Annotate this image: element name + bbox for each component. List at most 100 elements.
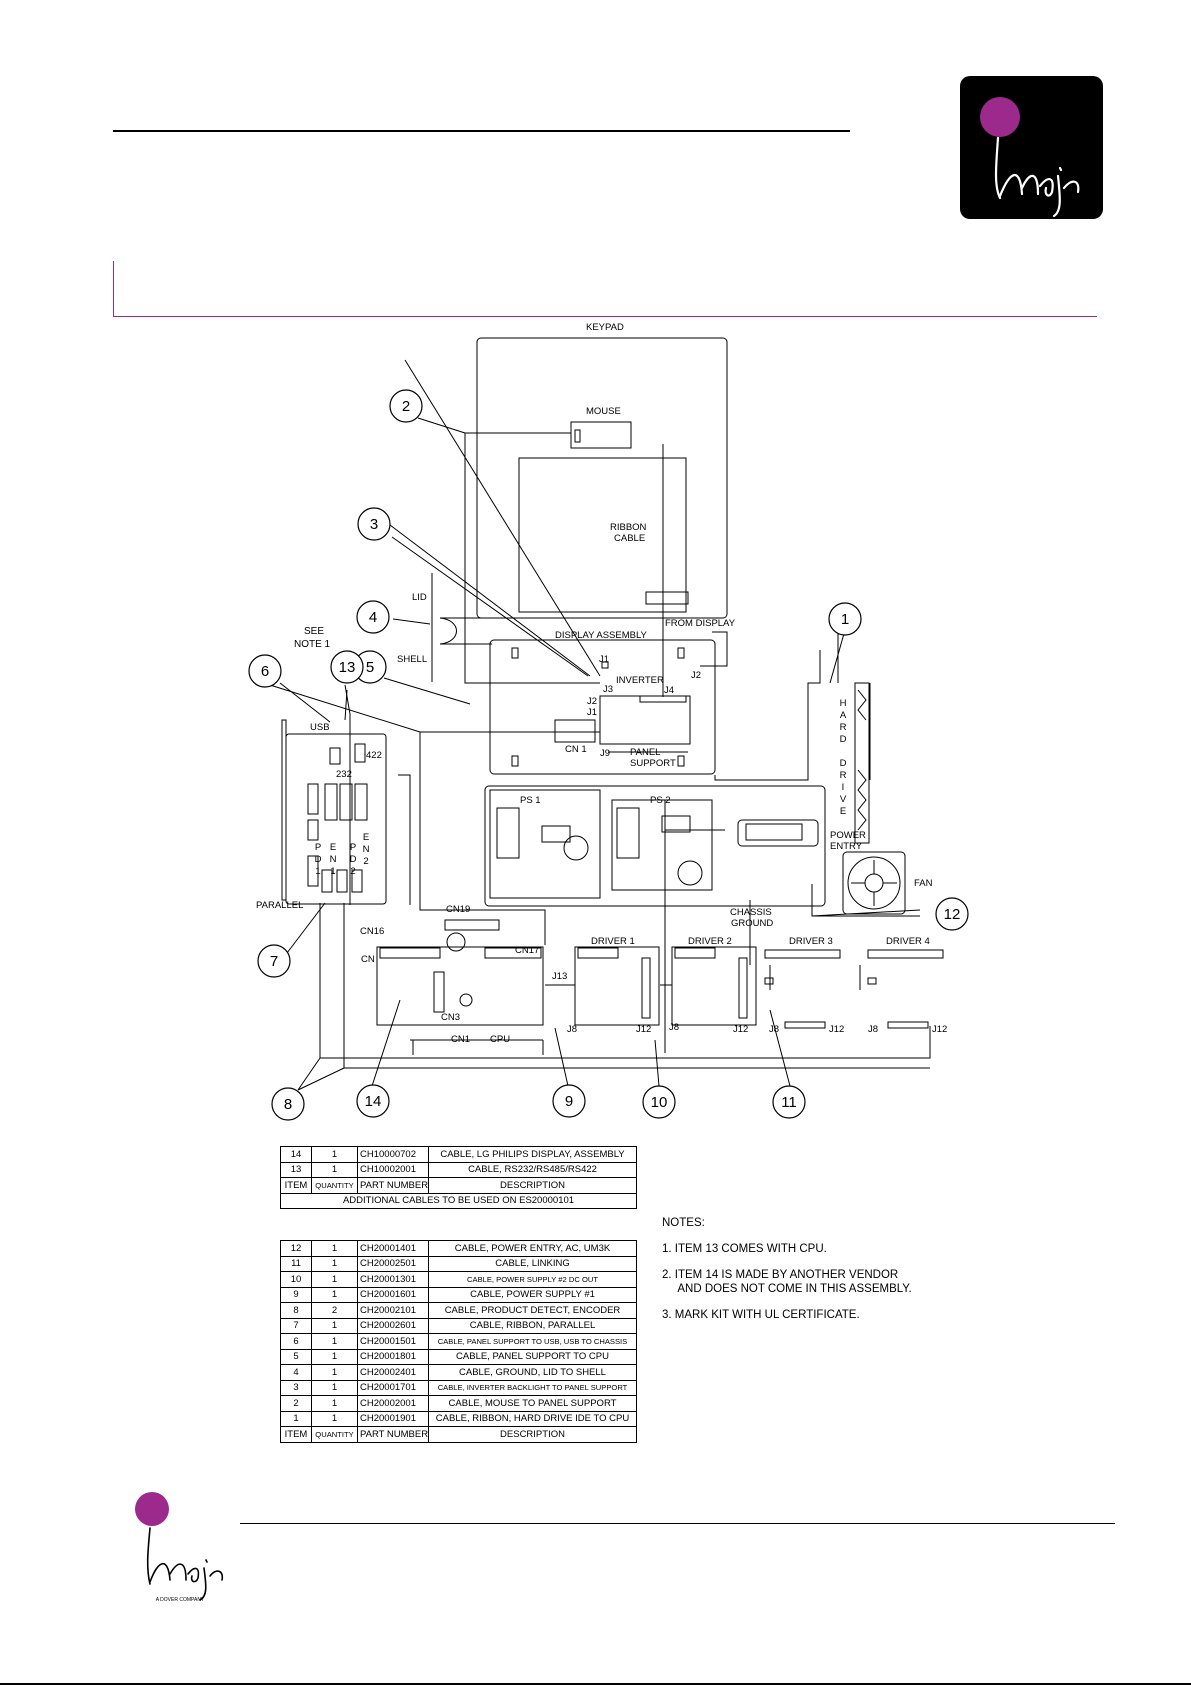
header-item: ITEM — [280, 1426, 312, 1443]
label-cn1-panel: CN 1 — [565, 744, 587, 755]
cell-qty: 1 — [311, 1161, 358, 1178]
label-driver2: DRIVER 2 — [688, 936, 732, 947]
balloon-label-2: 2 — [402, 398, 410, 415]
cell-item: 2 — [280, 1395, 312, 1412]
cell-item: 7 — [280, 1317, 312, 1334]
label-power-entry-1: POWER — [830, 830, 866, 841]
balloon-label-8: 8 — [284, 1096, 292, 1113]
label-pd1-2: 1 — [315, 866, 320, 877]
label-j8-d3: J8 — [769, 1024, 779, 1035]
label-j8-d2: J8 — [669, 1022, 679, 1033]
label-en2-1: N — [363, 844, 370, 855]
table-caption-row: ADDITIONAL CABLES TO BE USED ON ES200001… — [280, 1192, 637, 1209]
cell-qty: 1 — [311, 1364, 358, 1381]
label-pd2-2: 2 — [350, 866, 355, 877]
balloon-14 — [356, 1084, 390, 1118]
additional-cables-table: 14 1 CH10000702 CABLE, LG PHILIPS DISPLA… — [280, 1146, 637, 1209]
cell-part: CH20001501 — [357, 1333, 429, 1350]
balloon-9 — [552, 1084, 586, 1118]
cell-item: 4 — [280, 1364, 312, 1381]
page-bottom-rule — [0, 1683, 1191, 1685]
cell-desc: CABLE, PANEL SUPPORT TO USB, USB TO CHAS… — [428, 1333, 637, 1350]
imaje-logo — [960, 76, 1103, 219]
label-j2-panel: J2 — [691, 670, 701, 681]
label-j12-d2: J12 — [733, 1024, 748, 1035]
cell-desc: CABLE, PANEL SUPPORT TO CPU — [428, 1348, 637, 1365]
label-en2-0: E — [363, 832, 369, 843]
table-row: 13 1 CH10002001 CABLE, RS232/RS485/RS422 — [280, 1161, 637, 1178]
header-desc: DESCRIPTION — [428, 1177, 637, 1194]
header-part: PART NUMBER — [357, 1426, 429, 1443]
header-qty: QUANTITY — [311, 1177, 358, 1194]
note-1: 1. ITEM 13 COMES WITH CPU. — [662, 1243, 827, 1255]
cell-qty: 1 — [311, 1410, 358, 1427]
label-pd1-0: P — [315, 842, 321, 853]
label-ps1: PS 1 — [520, 795, 541, 806]
cell-qty: 1 — [311, 1333, 358, 1350]
balloon-label-4: 4 — [369, 609, 377, 626]
cell-desc: CABLE, MOUSE TO PANEL SUPPORT — [428, 1395, 637, 1412]
panel-support-board — [599, 695, 691, 745]
cell-desc: CABLE, POWER ENTRY, AC, UM3K — [428, 1240, 637, 1257]
balloon-11 — [772, 1085, 806, 1119]
table-row: 14 1 CH10000702 CABLE, LG PHILIPS DISPLA… — [280, 1146, 637, 1163]
label-232: 232 — [336, 769, 352, 780]
label-j2b: J2 — [587, 696, 597, 707]
cell-part: CH20002501 — [357, 1255, 429, 1272]
cell-part: CH10000702 — [357, 1146, 429, 1163]
label-mouse: MOUSE — [586, 406, 621, 417]
label-en1-1: N — [330, 854, 337, 865]
cell-part: CH20001701 — [357, 1379, 429, 1396]
cell-item: 12 — [280, 1240, 312, 1257]
cell-part: CH10002001 — [357, 1161, 429, 1178]
cell-item: 9 — [280, 1286, 312, 1303]
balloon-3 — [357, 507, 391, 541]
label-j4: J4 — [664, 685, 674, 696]
cell-desc: CABLE, GROUND, LID TO SHELL — [428, 1364, 637, 1381]
header-qty: QUANTITY — [311, 1426, 358, 1443]
cell-qty: 1 — [311, 1255, 358, 1272]
header-rule — [113, 130, 850, 132]
balloon-1 — [828, 602, 862, 636]
display-screen — [518, 457, 687, 613]
balloon-6 — [248, 654, 282, 688]
cell-qty: 1 — [311, 1286, 358, 1303]
ps1-board — [489, 789, 601, 899]
label-inverter: INVERTER — [616, 675, 664, 686]
imaje-logo-mark — [980, 97, 1080, 218]
table-header: ITEM QUANTITY PART NUMBER DESCRIPTION — [280, 1177, 637, 1194]
power-supply-plate — [484, 785, 826, 907]
header-desc: DESCRIPTION — [428, 1426, 637, 1443]
cell-item: 14 — [280, 1146, 312, 1163]
cell-desc: CABLE, POWER SUPPLY #1 — [428, 1286, 637, 1303]
header-part: PART NUMBER — [357, 1177, 429, 1194]
label-cn19: CN19 — [446, 904, 470, 915]
label-see-note-1: SEE — [304, 626, 324, 637]
balloon-label-1: 1 — [841, 611, 849, 628]
label-hd-1: A — [840, 710, 847, 721]
cell-item: 8 — [280, 1302, 312, 1319]
label-en1-2: 1 — [330, 866, 335, 877]
label-driver1: DRIVER 1 — [591, 936, 635, 947]
label-j12-d3: J12 — [829, 1024, 844, 1035]
cell-item: 11 — [280, 1255, 312, 1272]
cell-part: CH20001801 — [357, 1348, 429, 1365]
label-hd-9: E — [840, 806, 846, 817]
cell-part: CH20002401 — [357, 1364, 429, 1381]
balloon-label-12: 12 — [944, 906, 961, 923]
cell-desc: CABLE, RIBBON, HARD DRIVE IDE TO CPU — [428, 1410, 637, 1427]
label-ribbon-2: CABLE — [614, 533, 645, 544]
label-fan: FAN — [914, 878, 933, 889]
label-j12-d1: J12 — [636, 1024, 651, 1035]
cell-item: 3 — [280, 1379, 312, 1396]
cell-qty: 1 — [311, 1348, 358, 1365]
label-hd-6: R — [840, 770, 847, 781]
cell-part: CH20002001 — [357, 1395, 429, 1412]
